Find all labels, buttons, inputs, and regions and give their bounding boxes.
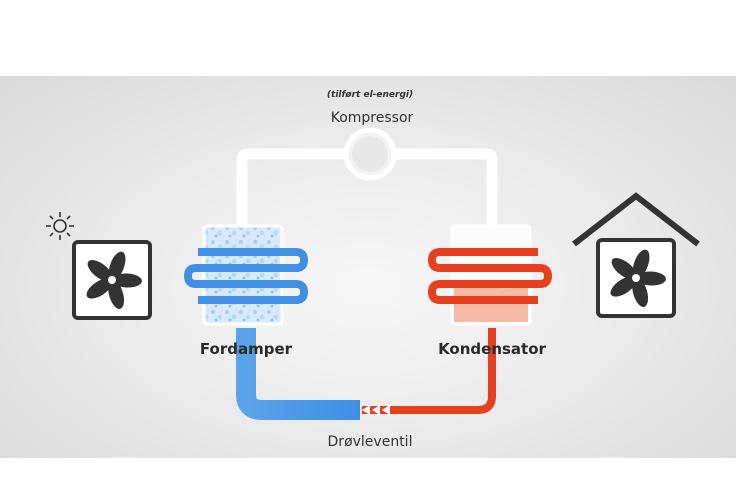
evaporator-label: Fordamper [200, 340, 293, 358]
compressor-label: Kompressor [331, 110, 414, 126]
pipe-throttle-to-evaporator [236, 328, 360, 420]
compressor [343, 127, 397, 181]
energy-note-label: (tilført el-energi) [327, 90, 413, 100]
house-icon [572, 192, 700, 318]
throttle-valve-arrows [362, 405, 390, 415]
evaporator-unit [183, 224, 309, 326]
indoor-fan-icon [610, 249, 666, 307]
sun-icon [46, 212, 74, 240]
condenser-label: Kondensator [438, 340, 546, 358]
outdoor-fan-icon [72, 240, 152, 320]
throttle-valve-label: Drøvleventil [328, 434, 413, 450]
pipe-condenser-to-throttle [362, 328, 496, 414]
pipe-compressor-to-condenser [396, 148, 498, 232]
pipe-evaporator-to-compressor [236, 148, 344, 232]
condenser-coil [427, 248, 553, 304]
condenser-unit [427, 224, 553, 326]
evaporator-coil [183, 248, 309, 304]
